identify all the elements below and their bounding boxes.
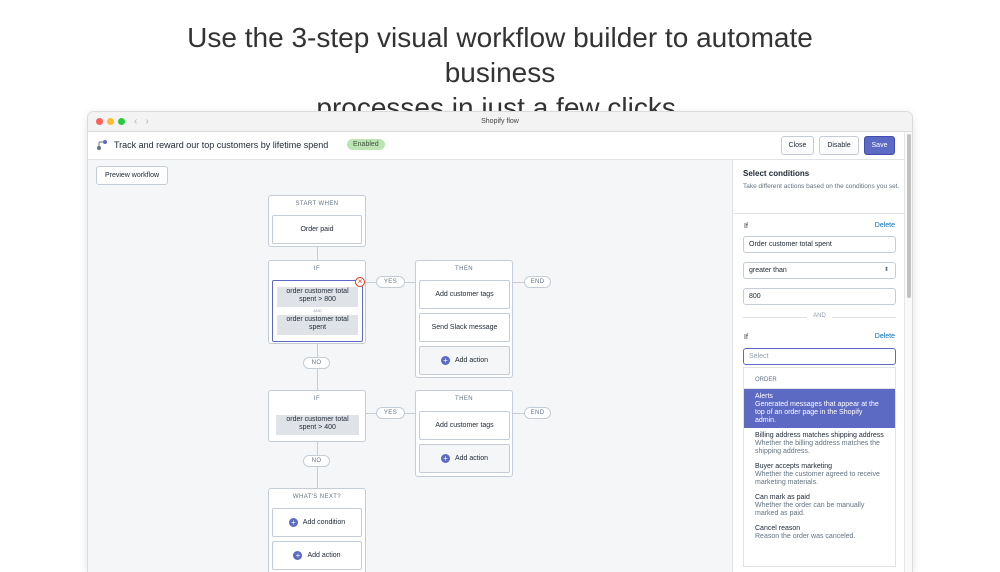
scrollbar-thumb[interactable] xyxy=(907,134,911,298)
app-window: ‹› Shopify flow Track and reward our top… xyxy=(88,112,912,572)
window-titlebar: ‹› Shopify flow xyxy=(88,112,912,132)
then-card-2: THEN Add customer tags +Add action xyxy=(415,390,513,477)
window-title: Shopify flow xyxy=(481,118,519,125)
condition-dropdown: ORDER Alerts Generated messages that app… xyxy=(743,367,896,567)
add-action-button[interactable]: +Add action xyxy=(419,346,510,375)
conditions-panel: Select conditions Take different actions… xyxy=(732,160,905,572)
plus-icon: + xyxy=(293,551,303,560)
disable-button[interactable]: Disable xyxy=(819,136,859,155)
dropdown-option[interactable]: Can mark as paid Whether the order can b… xyxy=(755,494,865,517)
delete-link[interactable]: Delete xyxy=(874,333,895,340)
close-button[interactable]: Close xyxy=(781,136,814,155)
panel-description: Take different actions based on the cond… xyxy=(743,183,900,190)
if-label: If xyxy=(744,334,748,341)
operator-select[interactable]: greater than⬍ xyxy=(743,262,896,279)
flow-icon xyxy=(97,140,107,150)
action-add-customer-tags[interactable]: Add customer tags xyxy=(419,280,510,309)
forward-arrow-icon[interactable]: › xyxy=(145,116,157,127)
headline: Use the 3-step visual workflow builder t… xyxy=(0,20,1000,125)
add-action-button[interactable]: +Add action xyxy=(272,541,362,570)
panel-title: Select conditions xyxy=(743,169,810,178)
status-badge: Enabled xyxy=(347,139,385,150)
dropdown-option[interactable]: Alerts Generated messages that appear at… xyxy=(744,389,895,428)
zoom-window-button[interactable] xyxy=(118,118,125,125)
yes-branch-label: YES xyxy=(376,276,405,288)
no-branch-label: NO xyxy=(303,357,330,369)
add-action-button[interactable]: +Add action xyxy=(419,444,510,473)
condition-select-input[interactable]: Select xyxy=(743,348,896,365)
add-condition-button[interactable]: +Add condition xyxy=(272,508,362,537)
save-button[interactable]: Save xyxy=(864,136,895,155)
nav-arrows: ‹› xyxy=(134,116,157,127)
dropdown-option[interactable]: Billing address matches shipping address… xyxy=(755,432,884,455)
whats-next-card: WHAT'S NEXT? +Add condition +Add action xyxy=(268,488,366,572)
headline-line-1: Use the 3-step visual workflow builder t… xyxy=(187,22,813,88)
if-label: If xyxy=(744,223,748,230)
dropdown-option[interactable]: Cancel reason Reason the order was cance… xyxy=(755,525,856,540)
close-window-button[interactable] xyxy=(96,118,103,125)
then-header: THEN xyxy=(455,266,473,272)
workflow-canvas[interactable]: Preview workflow START WHEN Order paid I… xyxy=(88,160,732,572)
minimize-window-button[interactable] xyxy=(107,118,114,125)
plus-icon: + xyxy=(440,356,450,365)
whats-next-header: WHAT'S NEXT? xyxy=(292,494,342,500)
and-label: AND xyxy=(313,308,322,313)
action-add-customer-tags[interactable]: Add customer tags xyxy=(419,411,510,440)
workflow-title: Track and reward our top customers by li… xyxy=(114,140,329,150)
plus-icon: + xyxy=(288,518,298,527)
dropdown-group-label: ORDER xyxy=(744,368,895,389)
delete-link[interactable]: Delete xyxy=(874,222,895,229)
plus-icon: + xyxy=(440,454,450,463)
start-when-header: START WHEN xyxy=(295,201,339,207)
divider xyxy=(733,213,905,214)
end-label: END xyxy=(524,276,551,288)
then-card-1: THEN Add customer tags Send Slack messag… xyxy=(415,260,513,378)
start-when-card: START WHEN Order paid xyxy=(268,195,366,247)
if-header: IF xyxy=(313,266,321,272)
no-branch-label: NO xyxy=(303,455,330,467)
action-send-slack-message[interactable]: Send Slack message xyxy=(419,313,510,342)
scrollbar[interactable] xyxy=(904,132,912,572)
select-caret-icon: ⬍ xyxy=(883,267,889,273)
yes-branch-label: YES xyxy=(376,407,405,419)
trigger-order-paid[interactable]: Order paid xyxy=(272,215,362,244)
preview-workflow-button[interactable]: Preview workflow xyxy=(96,166,168,185)
dropdown-option[interactable]: Buyer accepts marketing Whether the cust… xyxy=(755,463,880,486)
app-header: Track and reward our top customers by li… xyxy=(88,132,912,160)
and-separator: AND xyxy=(743,313,896,321)
back-arrow-icon[interactable]: ‹ xyxy=(134,116,146,127)
value-input[interactable]: 800 xyxy=(743,288,896,305)
remove-condition-icon[interactable]: × xyxy=(355,277,365,287)
then-header: THEN xyxy=(455,396,473,402)
end-label: END xyxy=(524,407,551,419)
condition-field-input[interactable]: Order customer total spent xyxy=(743,236,896,253)
connector-line xyxy=(317,247,318,260)
if-header: IF xyxy=(313,396,321,402)
